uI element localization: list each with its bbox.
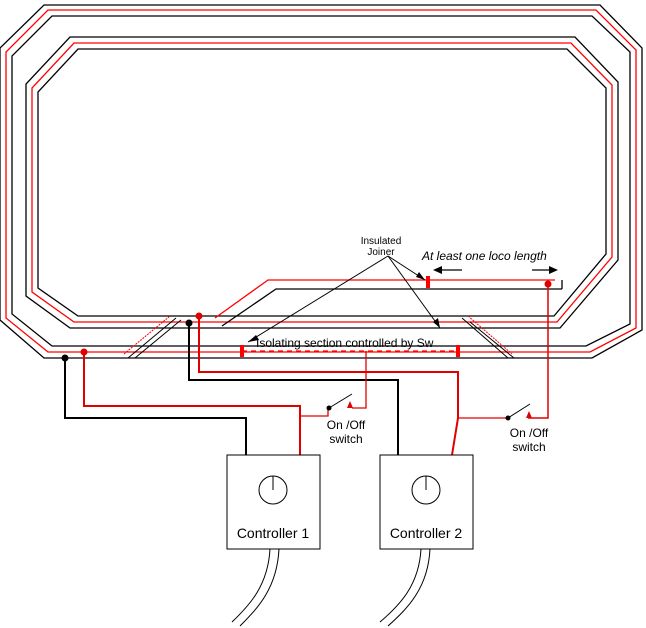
insulated-joiner-right	[456, 345, 460, 357]
switch-2-blade	[507, 403, 531, 419]
switch-1-contact	[347, 401, 353, 408]
inner-loop-track	[25, 36, 619, 329]
connection-dots	[61, 280, 552, 362]
switch-1-label-line2: switch	[329, 432, 362, 446]
switch-1	[326, 393, 353, 411]
insulated-joiner-left	[240, 345, 244, 357]
switch-2-label-line2: switch	[512, 440, 545, 454]
insulated-joiner-label-line2: Joiner	[367, 247, 395, 258]
insulated-joiner-siding	[426, 276, 430, 288]
wire-c2-red	[198, 316, 459, 456]
loco-length-label: At least one loco length	[421, 249, 547, 263]
turnout-left	[123, 315, 182, 359]
controller-1-label: Controller 1	[237, 525, 310, 541]
wire-switch1	[300, 408, 329, 417]
switch-2	[505, 403, 532, 421]
loco-length-arrows	[433, 266, 558, 274]
outer-loop-track	[0, 4, 643, 359]
outer-loop-rail-red	[5, 9, 637, 353]
pointer-arrows	[247, 255, 441, 343]
turnout-right	[461, 315, 515, 359]
outer-loop-rail-outer	[0, 4, 643, 359]
dot-c2-red	[195, 312, 203, 320]
wire-c2-black	[188, 323, 399, 455]
controller-1-cable-a	[231, 548, 271, 623]
inner-loop-rail-red	[31, 42, 613, 323]
controller-1-cable-b	[239, 548, 280, 627]
power-cables	[231, 548, 431, 627]
controller-1: Controller 1	[226, 454, 321, 550]
switch-2-contact	[526, 411, 532, 418]
wire-switch1-to-siding	[352, 351, 367, 409]
wire-c1-black	[64, 358, 247, 455]
wiring	[64, 284, 549, 456]
siding-rail-red	[214, 279, 555, 319]
outer-loop-rail-inner	[11, 15, 631, 347]
controller-2-cable-a	[379, 548, 422, 623]
dot-siding-red	[544, 280, 552, 288]
controller-2: Controller 2	[379, 454, 474, 550]
siding-track	[214, 279, 563, 327]
switch-2-label-line1: On /Off	[510, 426, 549, 440]
dot-c2-black	[185, 319, 193, 327]
switch-1-blade	[328, 393, 353, 409]
controller-2-cable-b	[387, 548, 431, 627]
inner-loop-rail-outer	[25, 36, 619, 329]
siding-rail-black	[221, 288, 562, 327]
wire-c1-red	[83, 352, 301, 455]
insulated-joiner-label-line1: Insulated	[361, 236, 402, 247]
isolating-section-label: Isolating section controlled by Sw	[256, 336, 434, 350]
inner-loop-rail-inner	[37, 48, 607, 317]
wire-switch2-to-siding	[528, 284, 549, 419]
dot-c1-red	[80, 348, 88, 356]
dot-c1-black	[61, 354, 69, 362]
switch-1-label-line1: On /Off	[327, 418, 366, 432]
controller-2-box	[379, 454, 474, 550]
insulated-joiners	[240, 276, 460, 357]
controller-2-label: Controller 2	[390, 525, 463, 541]
